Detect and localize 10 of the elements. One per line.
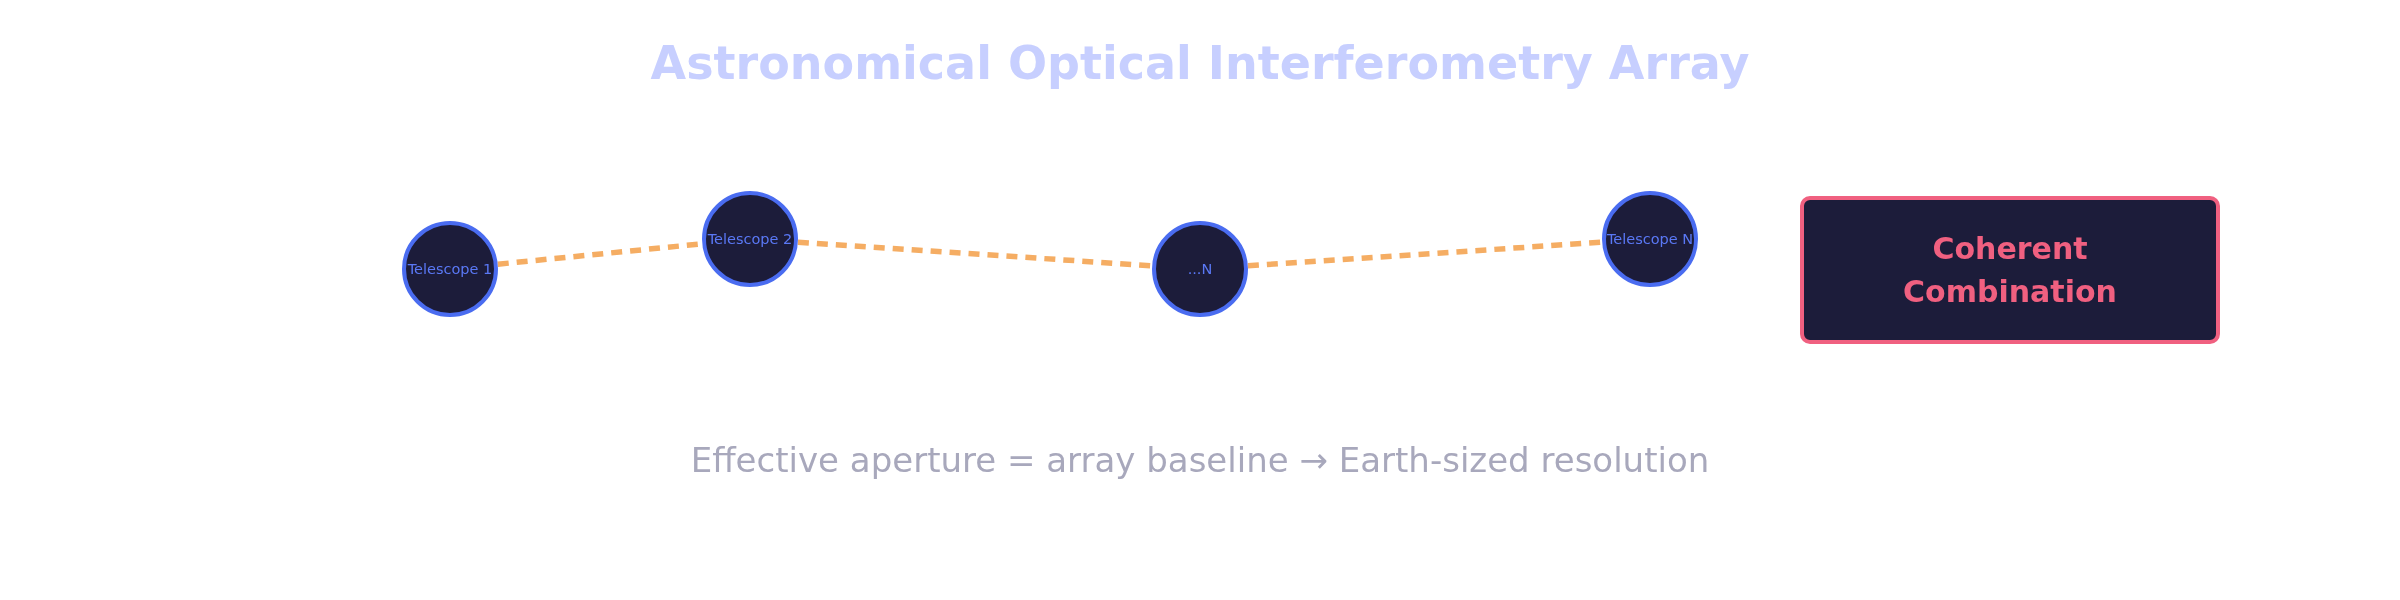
node-label: Coherent Combination: [1902, 229, 2118, 311]
caption: Effective aperture = array baseline → Earth-sized resolution: [689, 440, 1711, 480]
node-label: Telescope 2: [707, 231, 793, 247]
dashed-connector: [1247, 239, 1603, 269]
node-label: ...N: [1187, 261, 1213, 277]
node-label: Telescope 1: [407, 261, 493, 277]
dashed-connector: [797, 239, 1153, 269]
diagram-title: Astronomical Optical Interferometry Array: [649, 36, 1751, 90]
process-box: [1800, 196, 2220, 344]
node-label: Telescope N: [1606, 231, 1694, 247]
